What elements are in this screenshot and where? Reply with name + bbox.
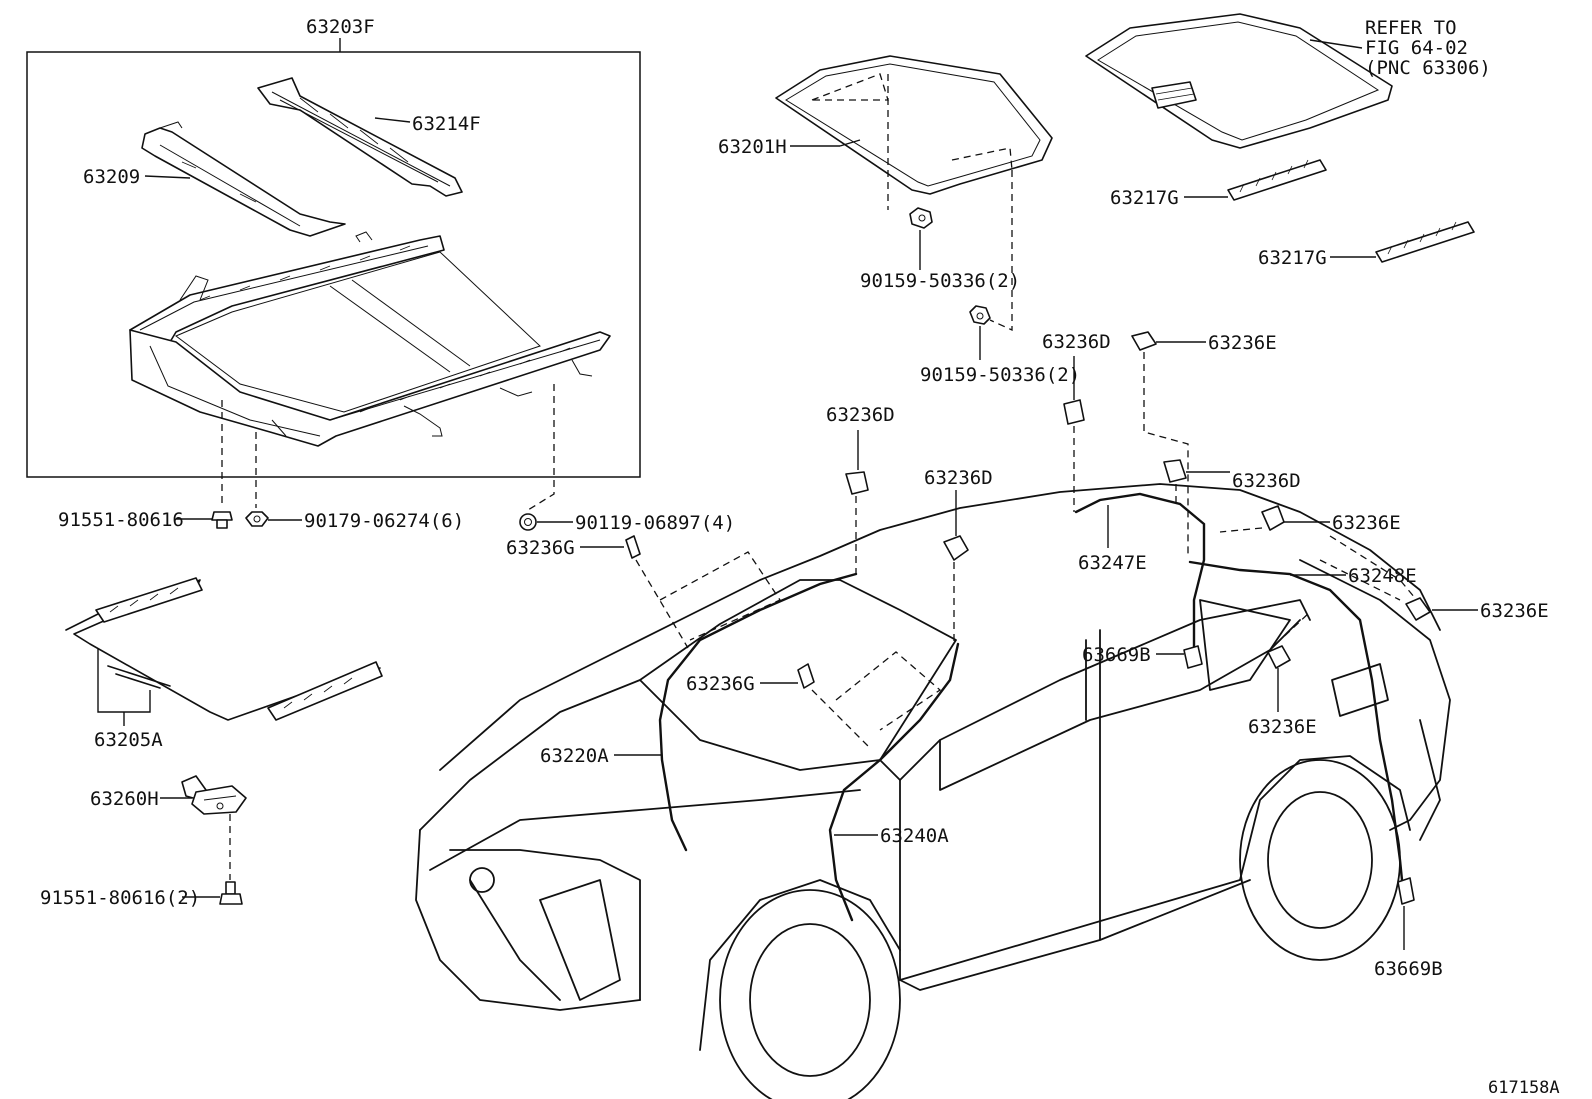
label-63236E-a[interactable]: 63236E bbox=[1208, 332, 1277, 354]
label-63201H[interactable]: 63201H bbox=[718, 136, 787, 158]
label-63669B-b[interactable]: 63669B bbox=[1374, 958, 1443, 980]
label-90179-06274[interactable]: 90179-06274(6) bbox=[304, 510, 464, 532]
label-63236D-a[interactable]: 63236D bbox=[826, 404, 895, 426]
sunshade-63209-icon bbox=[141, 121, 346, 237]
ref-note-line1: REFER TO bbox=[1365, 17, 1457, 39]
motor-63260H-icon bbox=[181, 775, 247, 815]
label-63209[interactable]: 63209 bbox=[83, 166, 140, 188]
ref-note-line3: (PNC 63306) bbox=[1365, 57, 1491, 79]
label-63236D-b[interactable]: 63236D bbox=[924, 467, 993, 489]
label-91551-80616-2[interactable]: 91551-80616(2) bbox=[40, 887, 200, 909]
clip-63236E-d-icon bbox=[1267, 645, 1291, 669]
clip-63236G-center-icon bbox=[797, 663, 815, 689]
bolt-91551-80616-icon bbox=[211, 511, 233, 529]
clip-63236E-b-icon bbox=[1261, 505, 1285, 531]
clip-63236D-a-icon bbox=[845, 471, 869, 495]
sunroof-housing-icon bbox=[129, 231, 611, 447]
seal-63217G-b-icon bbox=[1375, 221, 1475, 263]
label-90159-50336-b[interactable]: 90159-50336(2) bbox=[920, 364, 1080, 386]
clip-63236G-left-icon bbox=[625, 535, 641, 559]
nut-90119-06897-icon bbox=[519, 513, 537, 531]
label-63220A[interactable]: 63220A bbox=[540, 745, 609, 767]
seal-63217G-a-icon bbox=[1227, 159, 1327, 201]
clip-63236D-c-icon bbox=[1063, 399, 1085, 425]
label-63217G-b[interactable]: 63217G bbox=[1258, 247, 1327, 269]
hose-63247E-icon bbox=[1074, 492, 1206, 652]
label-63236G-left[interactable]: 63236G bbox=[506, 537, 575, 559]
label-90159-50336-a[interactable]: 90159-50336(2) bbox=[860, 270, 1020, 292]
label-63240A[interactable]: 63240A bbox=[880, 825, 949, 847]
screw-90159-50336-b-icon bbox=[969, 305, 991, 325]
hose-63220A-icon bbox=[658, 572, 858, 852]
label-63236E-c[interactable]: 63236E bbox=[1480, 600, 1549, 622]
label-91551-80616[interactable]: 91551-80616 bbox=[58, 509, 184, 531]
bolt-91551-80616-2-icon bbox=[219, 881, 243, 905]
label-63236E-d[interactable]: 63236E bbox=[1248, 716, 1317, 738]
hose-63240A-icon bbox=[828, 642, 960, 922]
suv-outline-icon bbox=[415, 483, 1451, 1099]
hose-63248E-icon bbox=[1188, 560, 1404, 882]
ref-note-line2: FIG 64-02 bbox=[1365, 37, 1468, 59]
clip-63236D-b-icon bbox=[943, 535, 969, 561]
clip-63236E-c-icon bbox=[1405, 597, 1431, 621]
figure-id: 617158A bbox=[1488, 1078, 1560, 1098]
roof-panel-ref-icon bbox=[1085, 13, 1393, 149]
clip-63236D-d-icon bbox=[1163, 459, 1187, 483]
clip-63236E-a-icon bbox=[1131, 331, 1157, 351]
label-63214F[interactable]: 63214F bbox=[412, 113, 481, 135]
label-63203F[interactable]: 63203F bbox=[306, 16, 375, 38]
label-63236D-c[interactable]: 63236D bbox=[1042, 331, 1111, 353]
label-63669B-a[interactable]: 63669B bbox=[1082, 644, 1151, 666]
clip-63669B-a-icon bbox=[1183, 645, 1203, 669]
label-63260H[interactable]: 63260H bbox=[90, 788, 159, 810]
label-63236D-d[interactable]: 63236D bbox=[1232, 470, 1301, 492]
label-63217G-a[interactable]: 63217G bbox=[1110, 187, 1179, 209]
assembly-frame-box bbox=[26, 51, 641, 478]
clip-63669B-b-icon bbox=[1397, 877, 1415, 905]
label-90119-06897[interactable]: 90119-06897(4) bbox=[575, 512, 735, 534]
deflector-63214F-icon bbox=[257, 77, 463, 197]
sunroof-glass-63201H-icon bbox=[775, 55, 1053, 195]
label-63248E[interactable]: 63248E bbox=[1348, 565, 1417, 587]
drive-cable-63205A-icon bbox=[65, 577, 383, 721]
assembly-63203F-group: 63203F bbox=[26, 16, 641, 478]
label-63236G-center[interactable]: 63236G bbox=[686, 673, 755, 695]
label-63236E-b[interactable]: 63236E bbox=[1332, 512, 1401, 534]
label-63205A[interactable]: 63205A bbox=[94, 729, 163, 751]
screw-90159-50336-a-icon bbox=[909, 207, 933, 229]
label-63247E[interactable]: 63247E bbox=[1078, 552, 1147, 574]
nut-90179-06274-icon bbox=[245, 511, 269, 527]
